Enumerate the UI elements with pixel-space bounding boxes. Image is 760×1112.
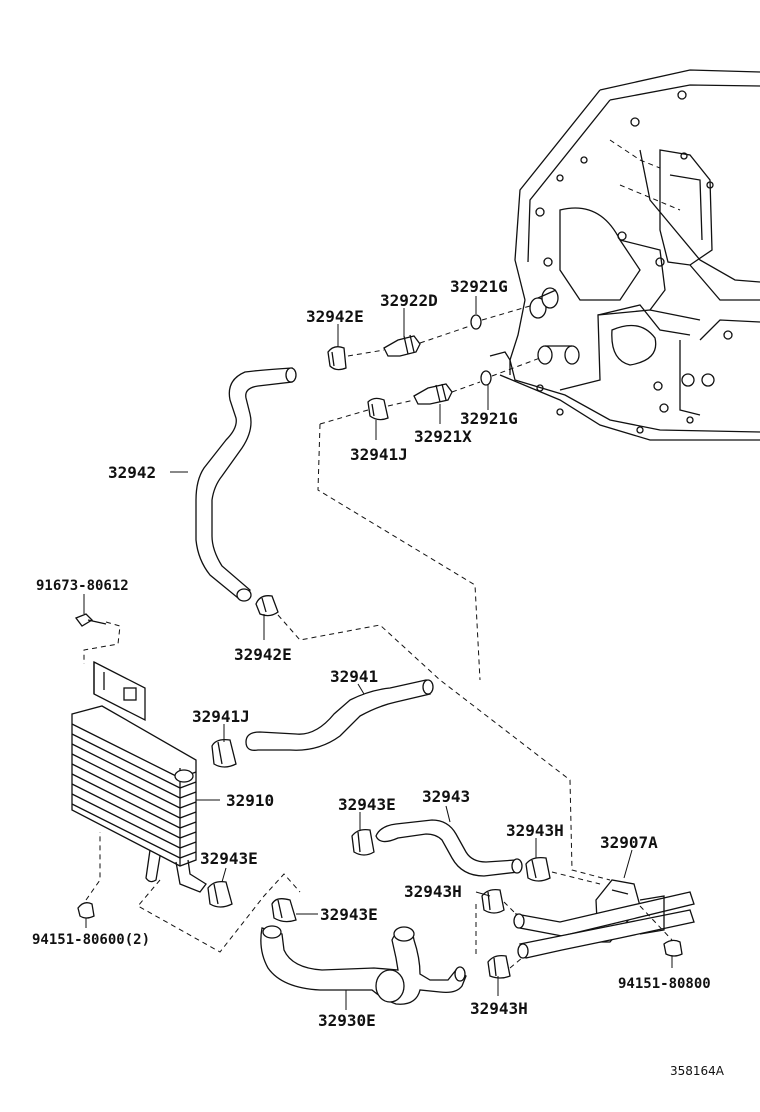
hose-32930E: [260, 925, 467, 1005]
label-32921X: 32921X: [414, 427, 472, 446]
bolt-91673-80612: [74, 613, 107, 627]
o-ring-32921G-top: [470, 314, 482, 330]
hose-clip-32943E-c: [271, 898, 297, 923]
label-32942E-mid: 32942E: [234, 645, 292, 664]
hose-clip-32941J-top: [367, 397, 389, 421]
bolt-94151-80800: [663, 939, 683, 957]
figure-id: 358164A: [670, 1064, 725, 1078]
label-32943H-b: 32943H: [404, 882, 462, 901]
hose-32941: [245, 679, 434, 751]
label-32942E-top: 32942E: [306, 307, 364, 326]
transmission-case: [489, 69, 760, 441]
o-ring-32921G-bottom: [480, 370, 492, 386]
label-32943E-a: 32943E: [338, 795, 396, 814]
label-32943E-c: 32943E: [320, 905, 378, 924]
hose-clip-32943E-a: [351, 828, 375, 856]
label-32943H-c: 32943H: [470, 999, 528, 1018]
label-94151-80600: 94151-80600(2): [32, 932, 150, 948]
label-32941J-left: 32941J: [192, 707, 250, 726]
tube-32907A: [513, 879, 695, 959]
hose-clip-32942E-mid: [255, 595, 279, 617]
label-32910: 32910: [226, 791, 274, 810]
label-32942: 32942: [108, 463, 156, 482]
union-32921X: [413, 383, 453, 405]
label-32941J-top: 32941J: [350, 445, 408, 464]
hose-clip-32943E-b: [207, 880, 233, 908]
label-32921G-bottom: 32921G: [460, 409, 518, 428]
label-32921G-top: 32921G: [450, 277, 508, 296]
union-32922D: [383, 334, 421, 357]
label-32922D: 32922D: [380, 291, 438, 310]
hose-clip-32943H-b: [481, 888, 505, 914]
hose-clip-32943H-c: [487, 954, 511, 979]
label-32941: 32941: [330, 667, 378, 686]
label-32930E: 32930E: [318, 1011, 376, 1030]
hose-32942: [195, 367, 297, 602]
hose-32943: [375, 819, 523, 877]
bolt-94151-80600: [77, 902, 95, 919]
label-32943: 32943: [422, 787, 470, 806]
label-32907A: 32907A: [600, 833, 658, 852]
label-91673-80612: 91673-80612: [36, 578, 129, 594]
label-32943E-b: 32943E: [200, 849, 258, 868]
label-32943H-a: 32943H: [506, 821, 564, 840]
hose-clip-32942E-top: [327, 346, 347, 371]
label-94151-80800: 94151-80800: [618, 976, 711, 992]
hose-clip-32941J-left: [211, 738, 237, 768]
oil-cooler-32910: [71, 660, 207, 893]
hose-clip-32943H-a: [525, 856, 551, 882]
